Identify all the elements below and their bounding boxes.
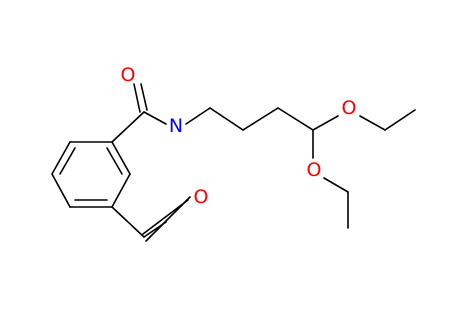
- nitrogen-atom-label: N: [169, 115, 183, 137]
- carbonyl-bond: [142, 199, 189, 235]
- bond: [111, 141, 131, 175]
- bond: [359, 115, 386, 131]
- oxygen-atom-label: O: [342, 97, 357, 119]
- bond: [143, 111, 167, 125]
- side-chain: [185, 107, 416, 229]
- oxygen-atom-label: O: [194, 186, 209, 208]
- bond: [111, 173, 131, 208]
- bond: [242, 107, 279, 131]
- bond: [209, 107, 244, 131]
- bond: [111, 206, 145, 238]
- oxygen-atom-label: O: [307, 159, 322, 181]
- bond: [384, 109, 416, 131]
- carbonyl-bond: [140, 83, 148, 111]
- carbonyl-bonds: [133, 83, 191, 242]
- imide-ring: [111, 111, 167, 238]
- double-bond-inner: [59, 147, 76, 175]
- bond: [51, 141, 71, 175]
- benzene-ring: [51, 141, 131, 208]
- bond: [323, 177, 349, 193]
- oxygen-atom-label: O: [121, 64, 136, 86]
- double-bond-inner: [106, 147, 123, 175]
- bond: [312, 115, 339, 131]
- bond: [185, 107, 211, 125]
- bond: [277, 107, 314, 131]
- bond: [111, 111, 145, 143]
- carbonyl-bond: [133, 83, 141, 113]
- bond: [51, 173, 71, 208]
